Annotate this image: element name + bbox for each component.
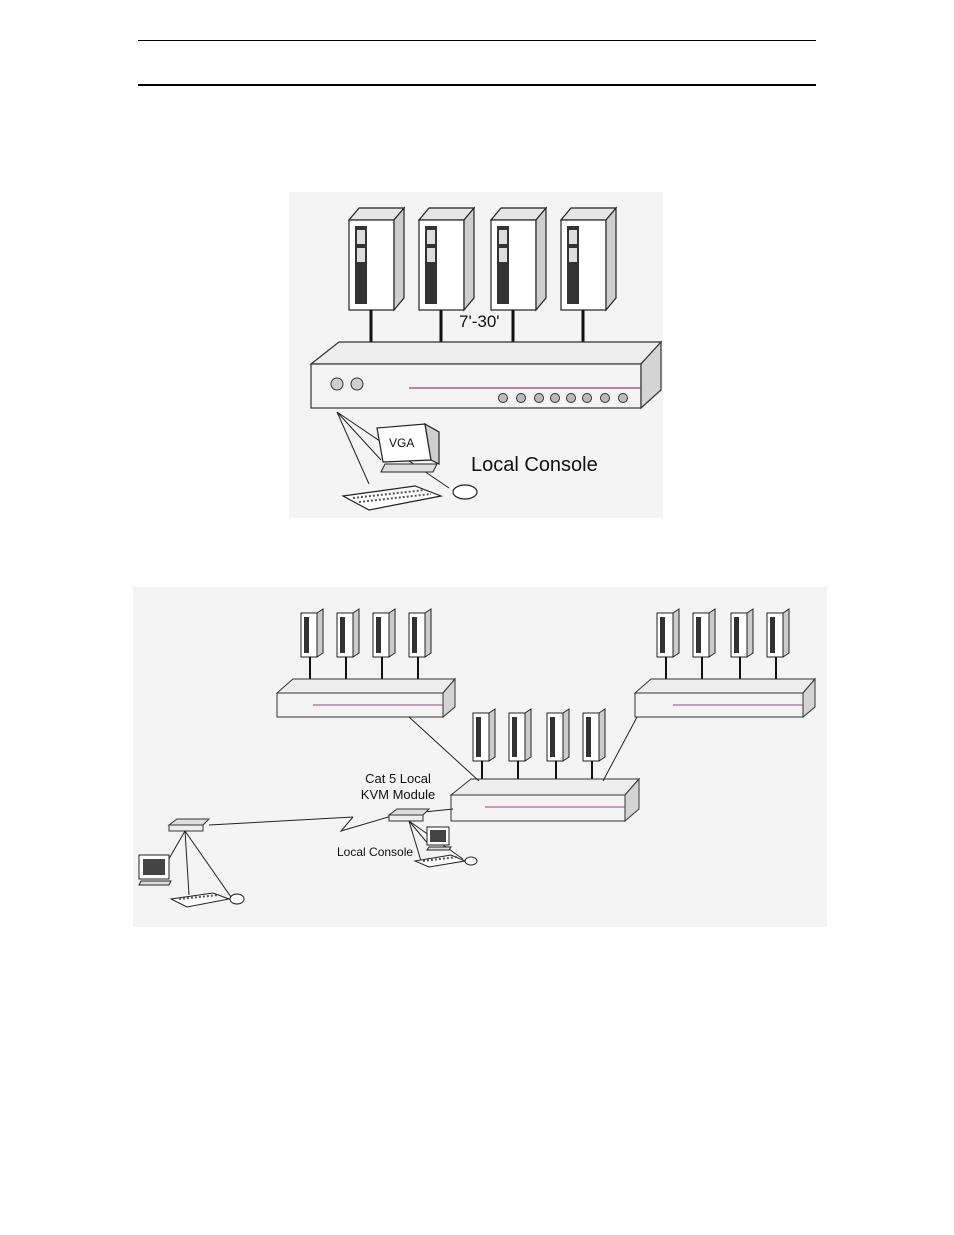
server-group-right <box>656 608 790 679</box>
cat5-module-label-line2: KVM Module <box>360 787 436 802</box>
monitor-icon <box>376 422 440 473</box>
server-tower <box>508 708 532 779</box>
server-tower <box>766 608 790 679</box>
cat5-module-local <box>387 808 464 862</box>
server-tower <box>546 708 570 779</box>
figure-local-console-drawing <box>309 206 663 511</box>
header-rule-top <box>138 40 816 41</box>
server-tower <box>417 206 476 352</box>
server-tower <box>656 608 680 679</box>
server-tower <box>472 708 496 779</box>
server-tower <box>408 608 432 679</box>
cat5-module-label-line1: Cat 5 Local <box>365 771 431 786</box>
server-tower <box>582 708 606 779</box>
cat5-module-remote <box>162 818 232 898</box>
cable-length-label: 7'-30' <box>459 312 500 331</box>
kvm-switch-left <box>275 677 457 719</box>
local-console-label: Local Console <box>471 454 598 476</box>
monitor-icon-local <box>426 826 452 851</box>
monitor-icon-remote <box>138 854 172 886</box>
server-towers <box>347 206 618 352</box>
cascade-cables <box>208 716 638 832</box>
local-console-label-small: Local Console <box>337 845 414 859</box>
figure-local-console: 7'-30' VGA Local Console <box>289 192 663 518</box>
keyboard-icon-local <box>413 854 467 868</box>
server-tower <box>347 206 406 352</box>
monitor-label: VGA <box>389 436 415 450</box>
server-group-center <box>472 708 606 779</box>
server-tower <box>336 608 360 679</box>
figure-cat5-cascade: Cat 5 Local KVM Module Local Console <box>133 587 827 927</box>
server-tower <box>372 608 396 679</box>
kvm-switch-right <box>633 677 817 719</box>
server-tower <box>300 608 324 679</box>
kvm-switch-center <box>449 777 641 823</box>
kvm-switch <box>309 340 663 410</box>
server-tower <box>559 206 618 352</box>
mouse-icon-local <box>464 856 478 866</box>
server-tower <box>730 608 754 679</box>
mouse-icon-remote <box>229 893 245 905</box>
keyboard-icon-remote <box>169 892 231 908</box>
server-group-left <box>300 608 432 679</box>
figure-cat5-cascade-drawing <box>138 608 817 908</box>
cat5-module-label: Cat 5 Local KVM Module <box>349 771 447 803</box>
keyboard-icon <box>341 485 444 511</box>
mouse-icon <box>452 484 478 500</box>
server-tower <box>692 608 716 679</box>
header-rule-bottom <box>138 84 816 86</box>
